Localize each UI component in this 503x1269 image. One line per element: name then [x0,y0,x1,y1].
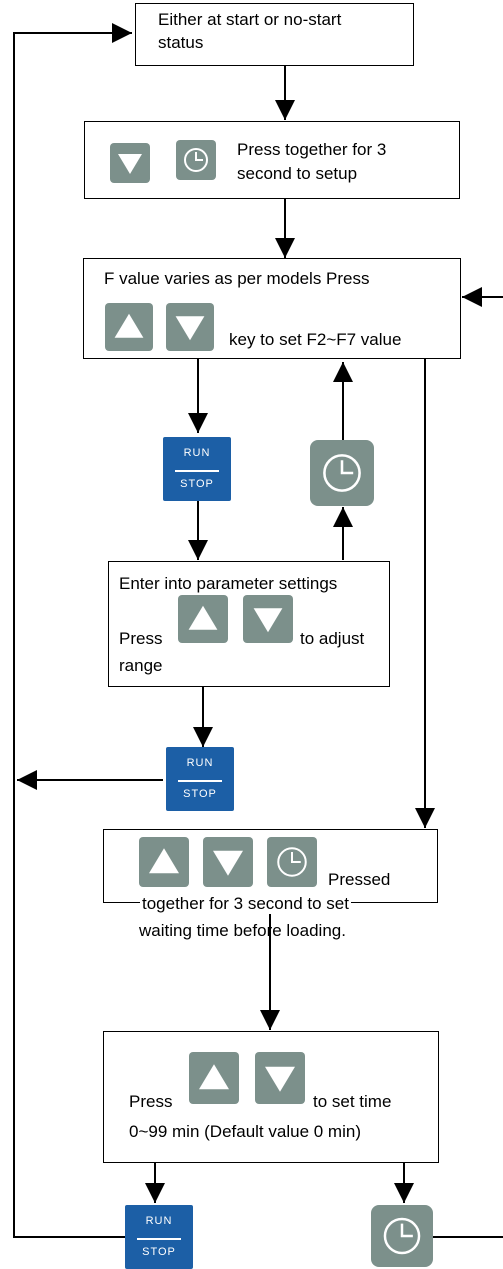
stop-label: STOP [180,478,214,490]
start-status-line1: Either at start or no-start [158,10,342,29]
waiting-time-box: Pressed [103,829,438,903]
run-stop-key-icon: RUN STOP [163,437,231,501]
down-arrow-key-icon [243,595,293,643]
waiting-line1: Pressed [328,870,391,889]
up-arrow-key-icon [178,595,228,643]
up-arrow-key-icon [189,1052,239,1104]
set-time-press: Press [129,1092,173,1111]
stop-label: STOP [142,1246,176,1258]
waiting-line2: together for 3 second to set [140,894,351,914]
start-status-line2: status [158,33,204,52]
f-value-line2: key to set F2~F7 value [229,330,402,349]
stop-label: STOP [183,788,217,800]
setup-line1: Press together for 3 [237,140,387,159]
set-time-range: 0~99 min (Default value 0 min) [129,1122,361,1141]
clock-key-icon [310,440,374,506]
set-time-box: Press to set time 0~99 min (Default valu… [103,1031,439,1163]
down-arrow-key-icon [203,837,253,887]
up-arrow-key-icon [105,303,153,351]
down-arrow-key-icon [255,1052,305,1104]
parameter-settings-box: Enter into parameter settings Press to a… [108,561,390,687]
parameter-range: range [119,656,163,675]
set-time-label: to set time [313,1092,392,1111]
down-arrow-key-icon [166,303,214,351]
f-value-line1: F value varies as per models Press [104,269,370,288]
run-label: RUN [183,447,211,459]
run-stop-key-icon: RUN STOP [166,747,234,811]
clock-key-icon [176,140,216,180]
run-label: RUN [145,1215,173,1227]
waiting-line3: waiting time before loading. [139,921,346,940]
down-arrow-key-icon [110,143,150,183]
f-value-box: F value varies as per models Press key t… [83,258,461,359]
parameter-line1: Enter into parameter settings [119,574,338,593]
setup-line2: second to setup [237,164,358,183]
start-status-box: Either at start or no-start status [135,3,414,66]
clock-key-icon [371,1205,433,1267]
setup-box: Press together for 3 second to setup [84,121,460,199]
parameter-press: Press [119,629,163,648]
up-arrow-key-icon [139,837,189,887]
parameter-adjust: to adjust [300,629,365,648]
clock-key-icon [267,837,317,887]
run-stop-key-icon: RUN STOP [125,1205,193,1269]
run-label: RUN [186,757,214,769]
